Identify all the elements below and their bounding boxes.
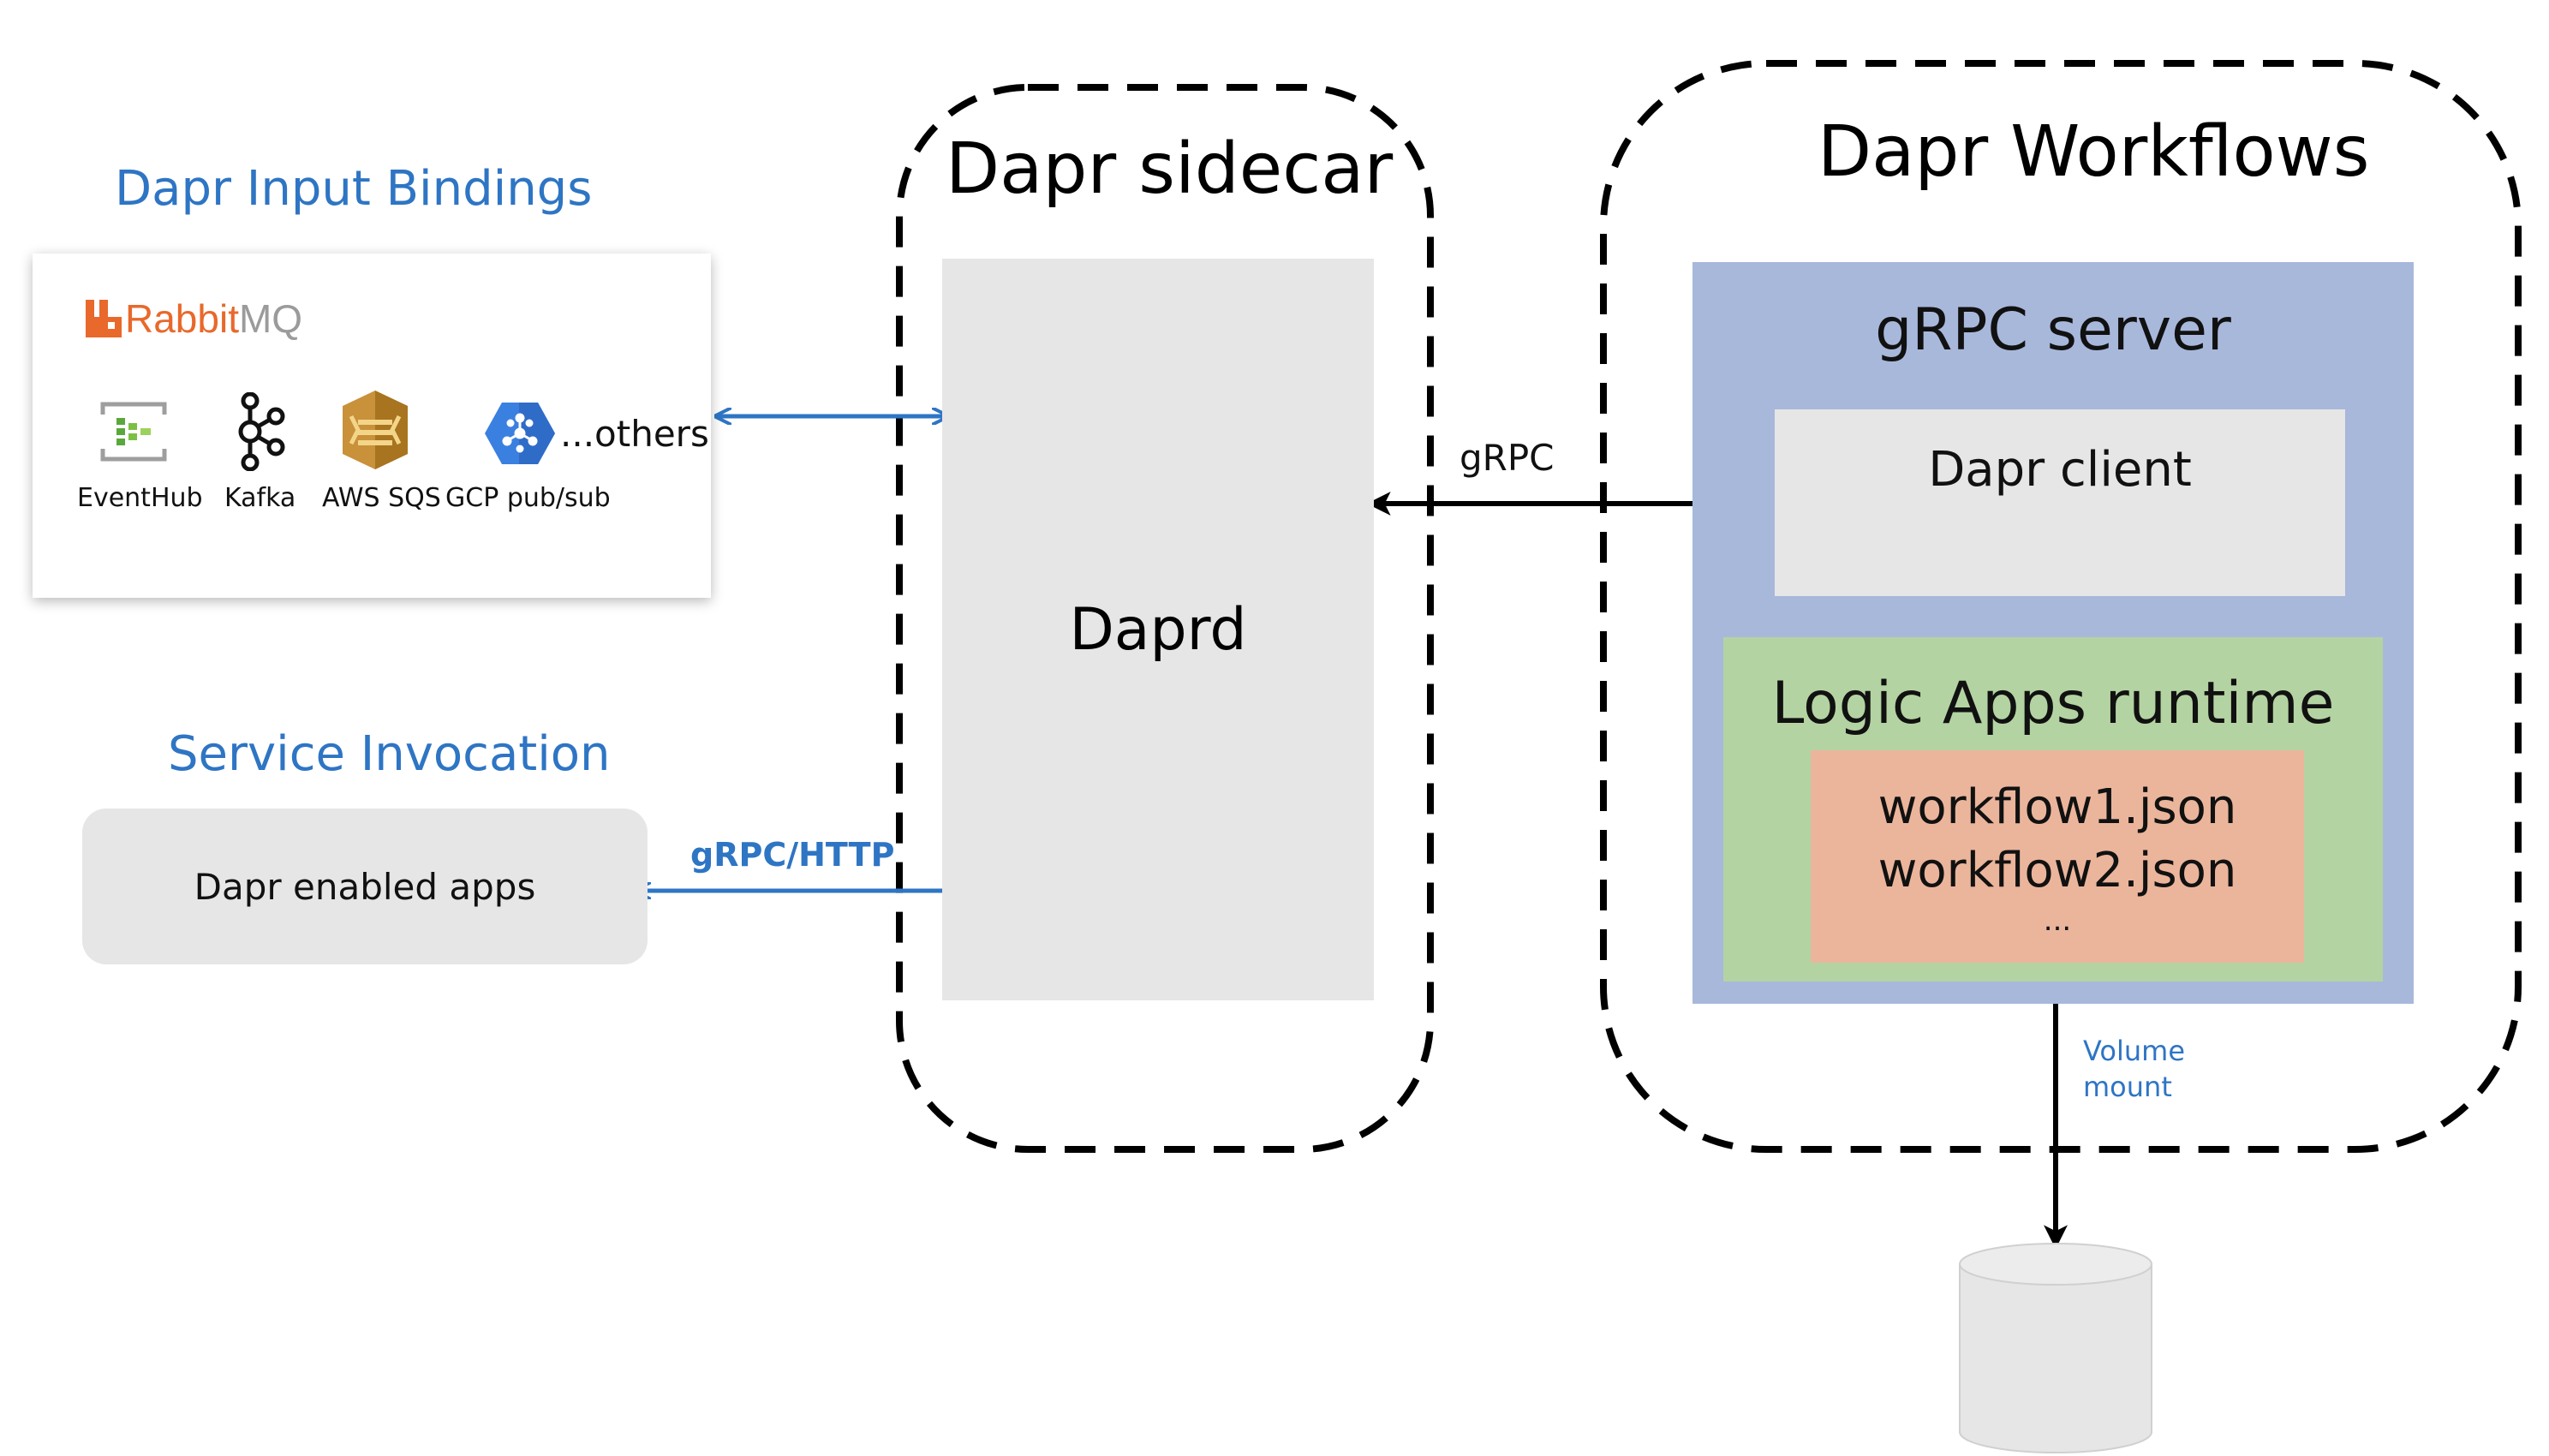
rabbitmq-icon bbox=[86, 300, 122, 337]
sidecar-title: Dapr sidecar bbox=[946, 128, 1394, 210]
rabbitmq-logo-prefix: Rabbit bbox=[125, 296, 239, 341]
rabbitmq-logo: Rabbit MQ bbox=[86, 293, 302, 344]
aws-sqs-icon bbox=[343, 391, 408, 469]
workflow-file-2: workflow2.json bbox=[1877, 843, 2237, 898]
workflow-file-1: workflow1.json bbox=[1877, 779, 2237, 835]
dapr-client-box bbox=[1775, 409, 2345, 596]
aws-sqs-label: AWS SQS bbox=[322, 483, 441, 513]
daprd-box: Daprd bbox=[942, 259, 1374, 1000]
grpc-http-label: gRPC/HTTP bbox=[690, 836, 895, 874]
rabbitmq-logo-suffix: MQ bbox=[238, 296, 303, 341]
gcp-pubsub-icon bbox=[485, 403, 555, 464]
storage-cylinder-icon bbox=[1959, 1243, 2152, 1453]
dapr-enabled-apps-box: Dapr enabled apps bbox=[82, 809, 648, 964]
others-label: ...others bbox=[560, 413, 709, 455]
eventhub-label: EventHub bbox=[77, 483, 203, 513]
volume-mount-label-2: mount bbox=[2083, 1071, 2172, 1103]
daprd-label: Daprd bbox=[1069, 595, 1247, 664]
workflows-title: Dapr Workflows bbox=[1818, 111, 2370, 193]
eventhub-icon bbox=[100, 402, 167, 462]
bindings-panel: Rabbit MQ EventHub Kafka bbox=[33, 254, 711, 598]
grpc-server-title: gRPC server bbox=[1875, 296, 2231, 364]
kafka-label: Kafka bbox=[224, 483, 296, 513]
service-invocation-title: Service Invocation bbox=[168, 726, 611, 782]
bindings-title: Dapr Input Bindings bbox=[115, 161, 593, 217]
dapr-client-label: Dapr client bbox=[1928, 442, 2192, 498]
grpc-label: gRPC bbox=[1460, 437, 1555, 479]
gcp-pubsub-label: GCP pub/sub bbox=[445, 483, 611, 513]
logic-apps-runtime-title: Logic Apps runtime bbox=[1771, 670, 2335, 737]
workflow-files-box bbox=[1811, 750, 2304, 963]
kafka-icon bbox=[238, 392, 285, 471]
dapr-enabled-apps-label: Dapr enabled apps bbox=[194, 865, 536, 908]
volume-mount-label-1: Volume bbox=[2083, 1035, 2186, 1067]
sidecar-container bbox=[896, 84, 1434, 1153]
workflow-files-ellipsis: ... bbox=[2043, 904, 2072, 938]
